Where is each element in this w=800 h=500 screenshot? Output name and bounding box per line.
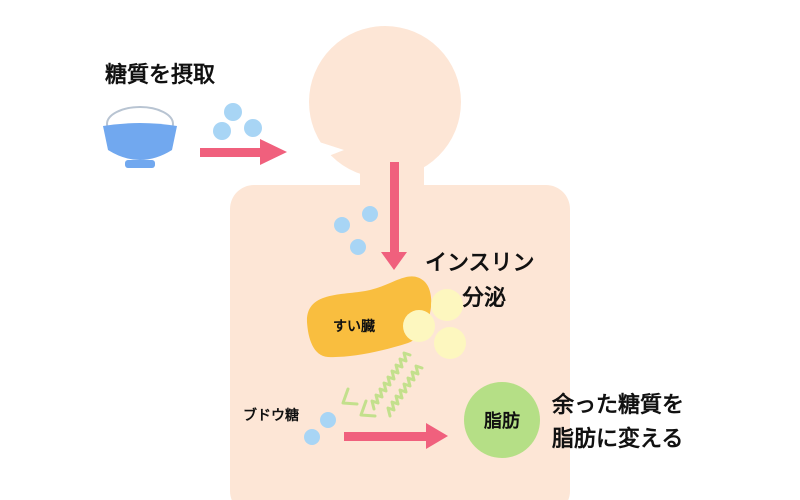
- glucose-label: ブドウ糖: [243, 407, 299, 424]
- excess-label-line1: 余った糖質を: [551, 392, 684, 418]
- fat-label: 脂肪: [484, 410, 520, 432]
- glucose-dots-bottom: [304, 412, 336, 445]
- pancreas: [306, 276, 432, 358]
- insulin-label-line2: 分泌: [462, 285, 506, 311]
- insulin-signal-arrows: [341, 351, 424, 418]
- arrow-down: [381, 162, 407, 270]
- insulin-label-line1: インスリン: [425, 251, 535, 276]
- intake-label: 糖質を摂取: [105, 62, 215, 88]
- pancreas-label: すい臓: [333, 318, 375, 335]
- rice-bowl-icon: [103, 106, 177, 168]
- excess-label-line2: 脂肪に変える: [552, 426, 683, 452]
- insulin-dots: [403, 289, 466, 359]
- arrow-intake: [200, 139, 287, 165]
- fat-circle: [464, 382, 540, 458]
- glucose-dots-torso: [334, 206, 378, 255]
- arrow-to-fat: [344, 423, 448, 449]
- glucose-dots-intake: [213, 103, 262, 140]
- mouth-notch: [313, 140, 344, 162]
- head: [309, 26, 461, 178]
